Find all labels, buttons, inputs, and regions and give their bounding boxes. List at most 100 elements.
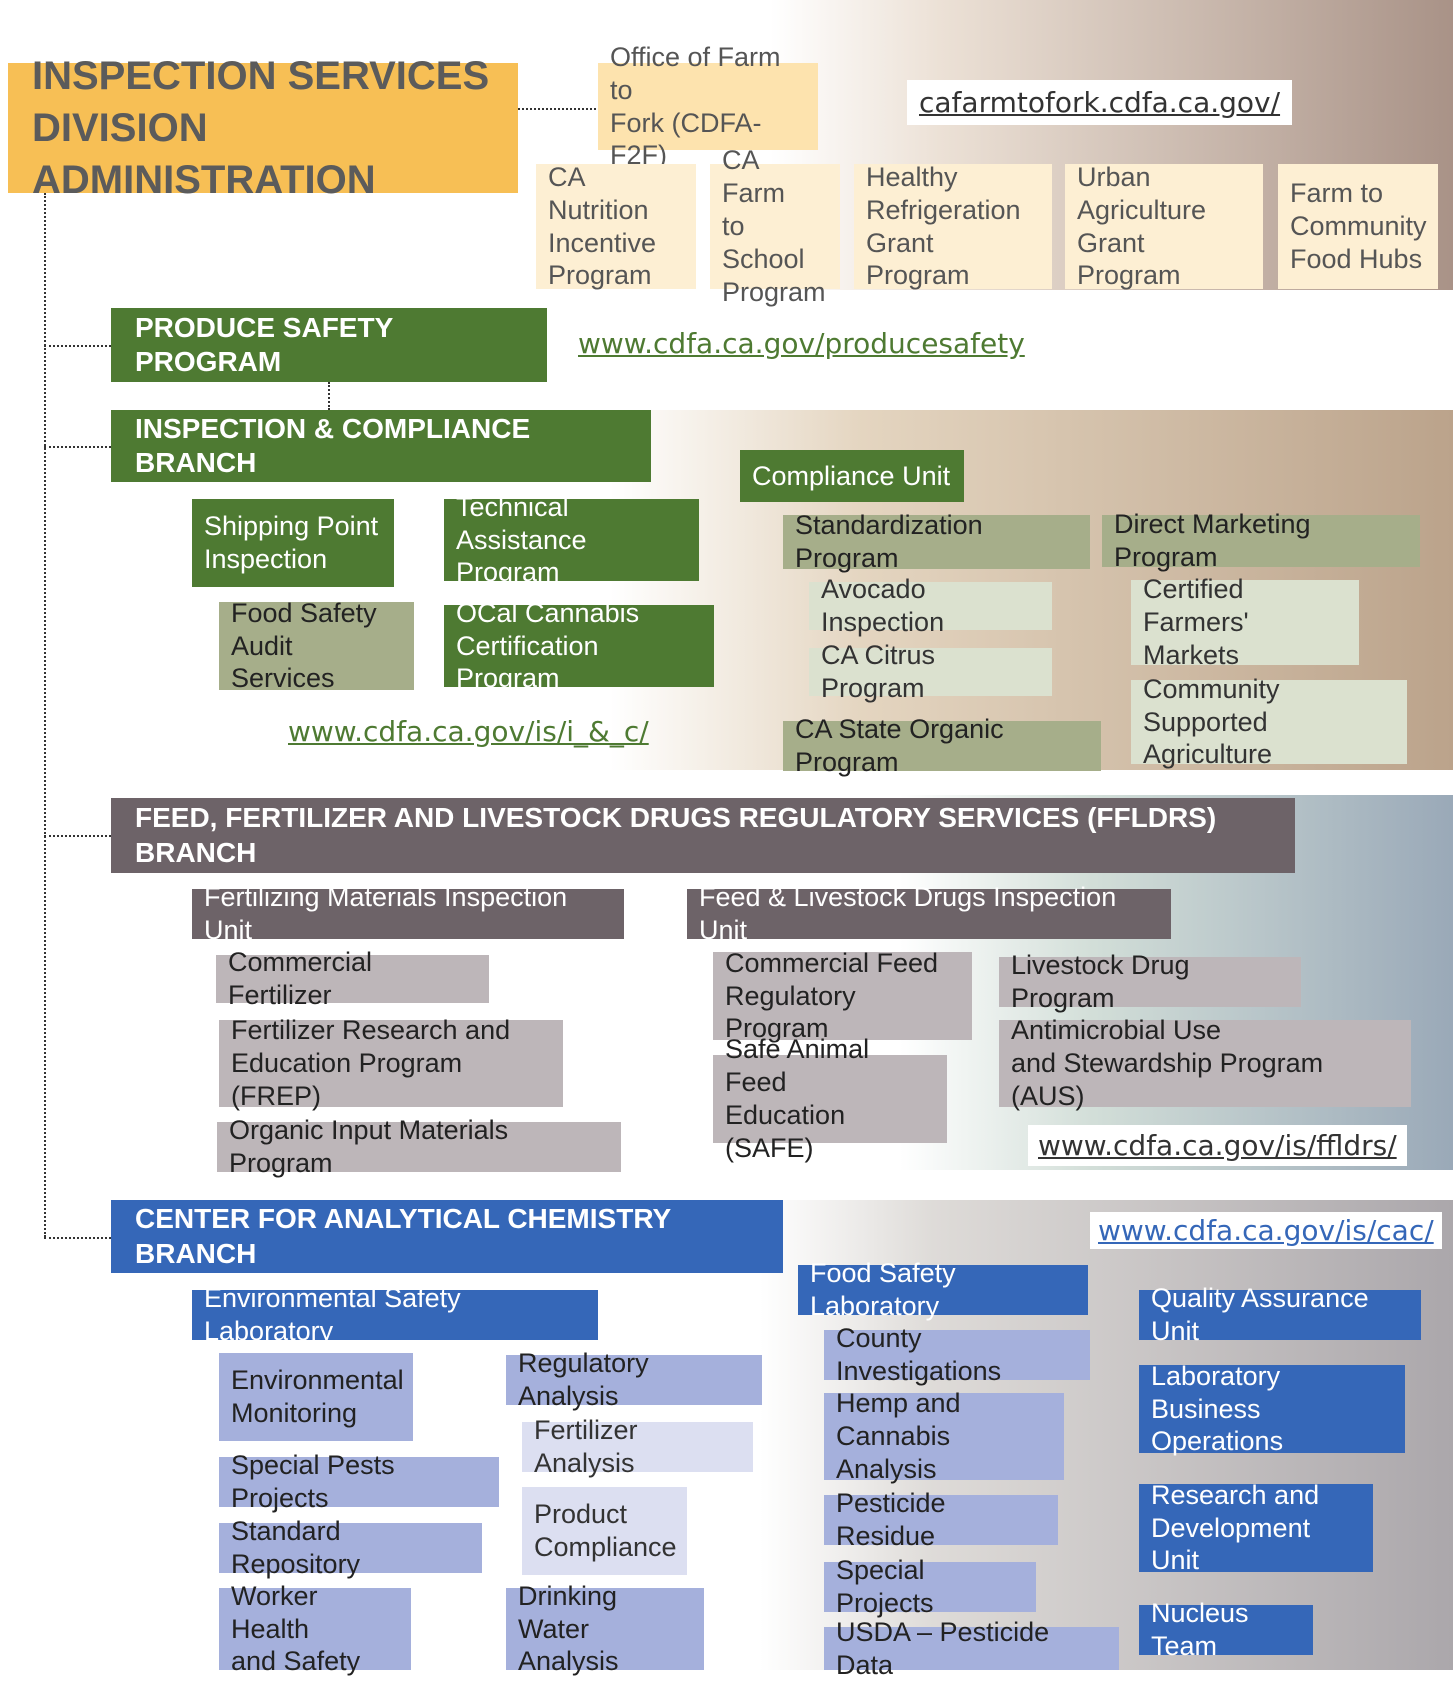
farm-to-fork-link[interactable]: cafarmtofork.cdfa.ca.gov/ (907, 80, 1293, 125)
box-line: Inspection (204, 544, 328, 574)
box-line: and Stewardship Program (AUS) (1011, 1048, 1324, 1111)
box-line: Supported Agriculture (1143, 706, 1273, 770)
product-compliance: Product Compliance (522, 1487, 687, 1575)
box-line: Safe Animal Feed (725, 1034, 870, 1098)
box-line: Product (534, 1499, 628, 1530)
program-line: Program (548, 260, 652, 291)
avocado-inspection: Avocado Inspection (809, 574, 1052, 637)
safe-animal-feed-education: Safe Animal Feed Education (SAFE) (713, 1034, 947, 1163)
program-line: Community (1290, 211, 1427, 242)
program-line: Agriculture (1077, 194, 1207, 225)
county-investigations: County Investigations (824, 1323, 1090, 1386)
box-line: Drinking Water (518, 1580, 618, 1644)
cac-link[interactable]: www.cdfa.ca.gov/is/cac/ (1090, 1212, 1442, 1249)
program-ca-farm-to-school: CA Farm to School Program (710, 145, 840, 307)
box-line: Antimicrobial Use (1011, 1015, 1222, 1046)
connector-produce-to-inspection (328, 382, 330, 410)
standard-repository: Standard Repository (219, 1516, 482, 1579)
produce-safety-program-header: PRODUCE SAFETY PROGRAM (111, 308, 547, 382)
program-line: Food Hubs (1290, 243, 1423, 274)
program-farm-to-community-food-hubs: Farm to Community Food Hubs (1278, 164, 1438, 289)
livestock-drug-program: Livestock Drug Program (999, 950, 1301, 1013)
inspection-compliance-link[interactable]: www.cdfa.ca.gov/is/i_&_c/ (288, 715, 649, 748)
box-line: Audit Services (231, 630, 335, 694)
environmental-safety-laboratory: Environmental Safety Laboratory (192, 1283, 598, 1346)
box-line: Environmental (231, 1365, 404, 1396)
certified-farmers-markets: Certified Farmers' Markets (1131, 574, 1359, 670)
ca-state-organic-program: CA State Organic Program (783, 714, 1101, 777)
direct-marketing-program: Direct Marketing Program (1102, 509, 1420, 572)
program-line: to School (722, 211, 805, 274)
ca-citrus-program: CA Citrus Program (809, 640, 1052, 703)
usda-pesticide-data: USDA – Pesticide Data (824, 1617, 1119, 1680)
program-ca-nutrition-incentive: CA Nutrition Incentive Program (536, 161, 696, 291)
box-line: Compliance (534, 1532, 677, 1562)
program-line: Program (722, 276, 826, 307)
fertilizer-analysis: Fertilizer Analysis (522, 1415, 753, 1478)
fertilizing-materials-inspection-unit: Fertilizing Materials Inspection Unit (192, 882, 624, 945)
box-line: Technical (456, 491, 569, 522)
special-pests-projects: Special Pests Projects (219, 1450, 499, 1513)
box-line: Commercial Feed (725, 947, 939, 978)
box-line: Laboratory (1151, 1360, 1281, 1391)
box-line: Analysis (518, 1646, 619, 1677)
box-line: Business Operations (1151, 1393, 1284, 1457)
box-line: Regulatory Program (725, 980, 856, 1044)
nucleus-team: Nucleus Team (1139, 1598, 1313, 1661)
community-supported-agriculture: Community Supported Agriculture (1131, 674, 1407, 769)
division-title-line1: INSPECTION SERVICES (32, 54, 490, 98)
box-line: Worker Health (231, 1580, 318, 1644)
box-line: Education (SAFE) (725, 1100, 846, 1163)
regulatory-analysis: Regulatory Analysis (506, 1348, 762, 1411)
shipping-point-inspection: Shipping Point Inspection (192, 499, 394, 587)
box-line: Shipping Point (204, 511, 379, 542)
connector-produce (44, 345, 111, 347)
box-line: Monitoring (231, 1398, 358, 1428)
standardization-program: Standardization Program (783, 510, 1090, 573)
program-line: Healthy (866, 161, 958, 192)
box-line: Education Program (FREP) (231, 1048, 463, 1111)
pesticide-residue: Pesticide Residue (824, 1488, 1058, 1551)
feed-livestock-drugs-inspection-unit: Feed & Livestock Drugs Inspection Unit (687, 882, 1171, 945)
fertilizer-research-education-program: Fertilizer Research and Education Progra… (219, 1015, 563, 1111)
box-line: Food Safety (231, 597, 377, 628)
cac-branch-header: CENTER FOR ANALYTICAL CHEMISTRY BRANCH (111, 1200, 783, 1273)
quality-assurance-unit: Quality Assurance Unit (1139, 1283, 1421, 1346)
antimicrobial-use-stewardship-program: Antimicrobial Use and Stewardship Progra… (999, 1015, 1411, 1111)
produce-safety-link[interactable]: www.cdfa.ca.gov/producesafety (578, 327, 1025, 360)
program-line: Incentive (548, 227, 657, 258)
program-line: Grant Program (866, 227, 970, 291)
drinking-water-analysis: Drinking Water Analysis (506, 1581, 704, 1676)
food-safety-laboratory: Food Safety Laboratory (798, 1258, 1088, 1321)
ffldrs-link[interactable]: www.cdfa.ca.gov/is/ffldrs/ (1028, 1125, 1407, 1166)
connector-main-trunk (44, 193, 46, 1237)
compliance-unit: Compliance Unit (740, 450, 964, 502)
program-line: CA Farm (722, 145, 785, 209)
division-administration-box: INSPECTION SERVICES DIVISION ADMINISTRAT… (8, 54, 518, 202)
worker-health-and-safety: Worker Health and Safety (219, 1581, 411, 1676)
environmental-monitoring: Environmental Monitoring (219, 1353, 413, 1441)
program-line: Farm to (1290, 178, 1384, 209)
program-line: CA Nutrition (548, 161, 649, 225)
program-healthy-refrigeration: Healthy Refrigeration Grant Program (854, 161, 1052, 290)
hemp-and-cannabis-analysis: Hemp and Cannabis Analysis (824, 1388, 1064, 1484)
technical-assistance-program: Technical Assistance Program (444, 492, 699, 587)
box-line: Community (1143, 673, 1280, 704)
program-line: Refrigeration (866, 194, 1021, 225)
box-line: Assistance Program (456, 524, 587, 588)
office-farm-to-fork: Office of Farm to Fork (CDFA-F2F) (598, 42, 818, 170)
program-urban-agriculture: Urban Agriculture Grant Program (1065, 161, 1263, 290)
connector-inspection (44, 446, 111, 448)
office-farm-to-fork-line2: Fork (CDFA-F2F) (610, 107, 762, 171)
box-line: Cannabis Analysis (836, 1421, 951, 1484)
box-line: OCal Cannabis (456, 597, 640, 628)
program-line: Urban (1077, 161, 1151, 192)
box-line: Research and (1151, 1479, 1320, 1510)
inspection-compliance-branch-header: INSPECTION & COMPLIANCE BRANCH (111, 410, 651, 482)
commercial-feed-regulatory-program: Commercial Feed Regulatory Program (713, 948, 972, 1043)
organic-input-materials-program: Organic Input Materials Program (217, 1115, 621, 1178)
connector-ffldrs (44, 835, 111, 837)
box-line: Certified (1143, 574, 1244, 605)
ocal-cannabis-certification-program: OCal Cannabis Certification Program (444, 598, 714, 693)
food-safety-audit-services: Food Safety Audit Services (219, 598, 414, 693)
